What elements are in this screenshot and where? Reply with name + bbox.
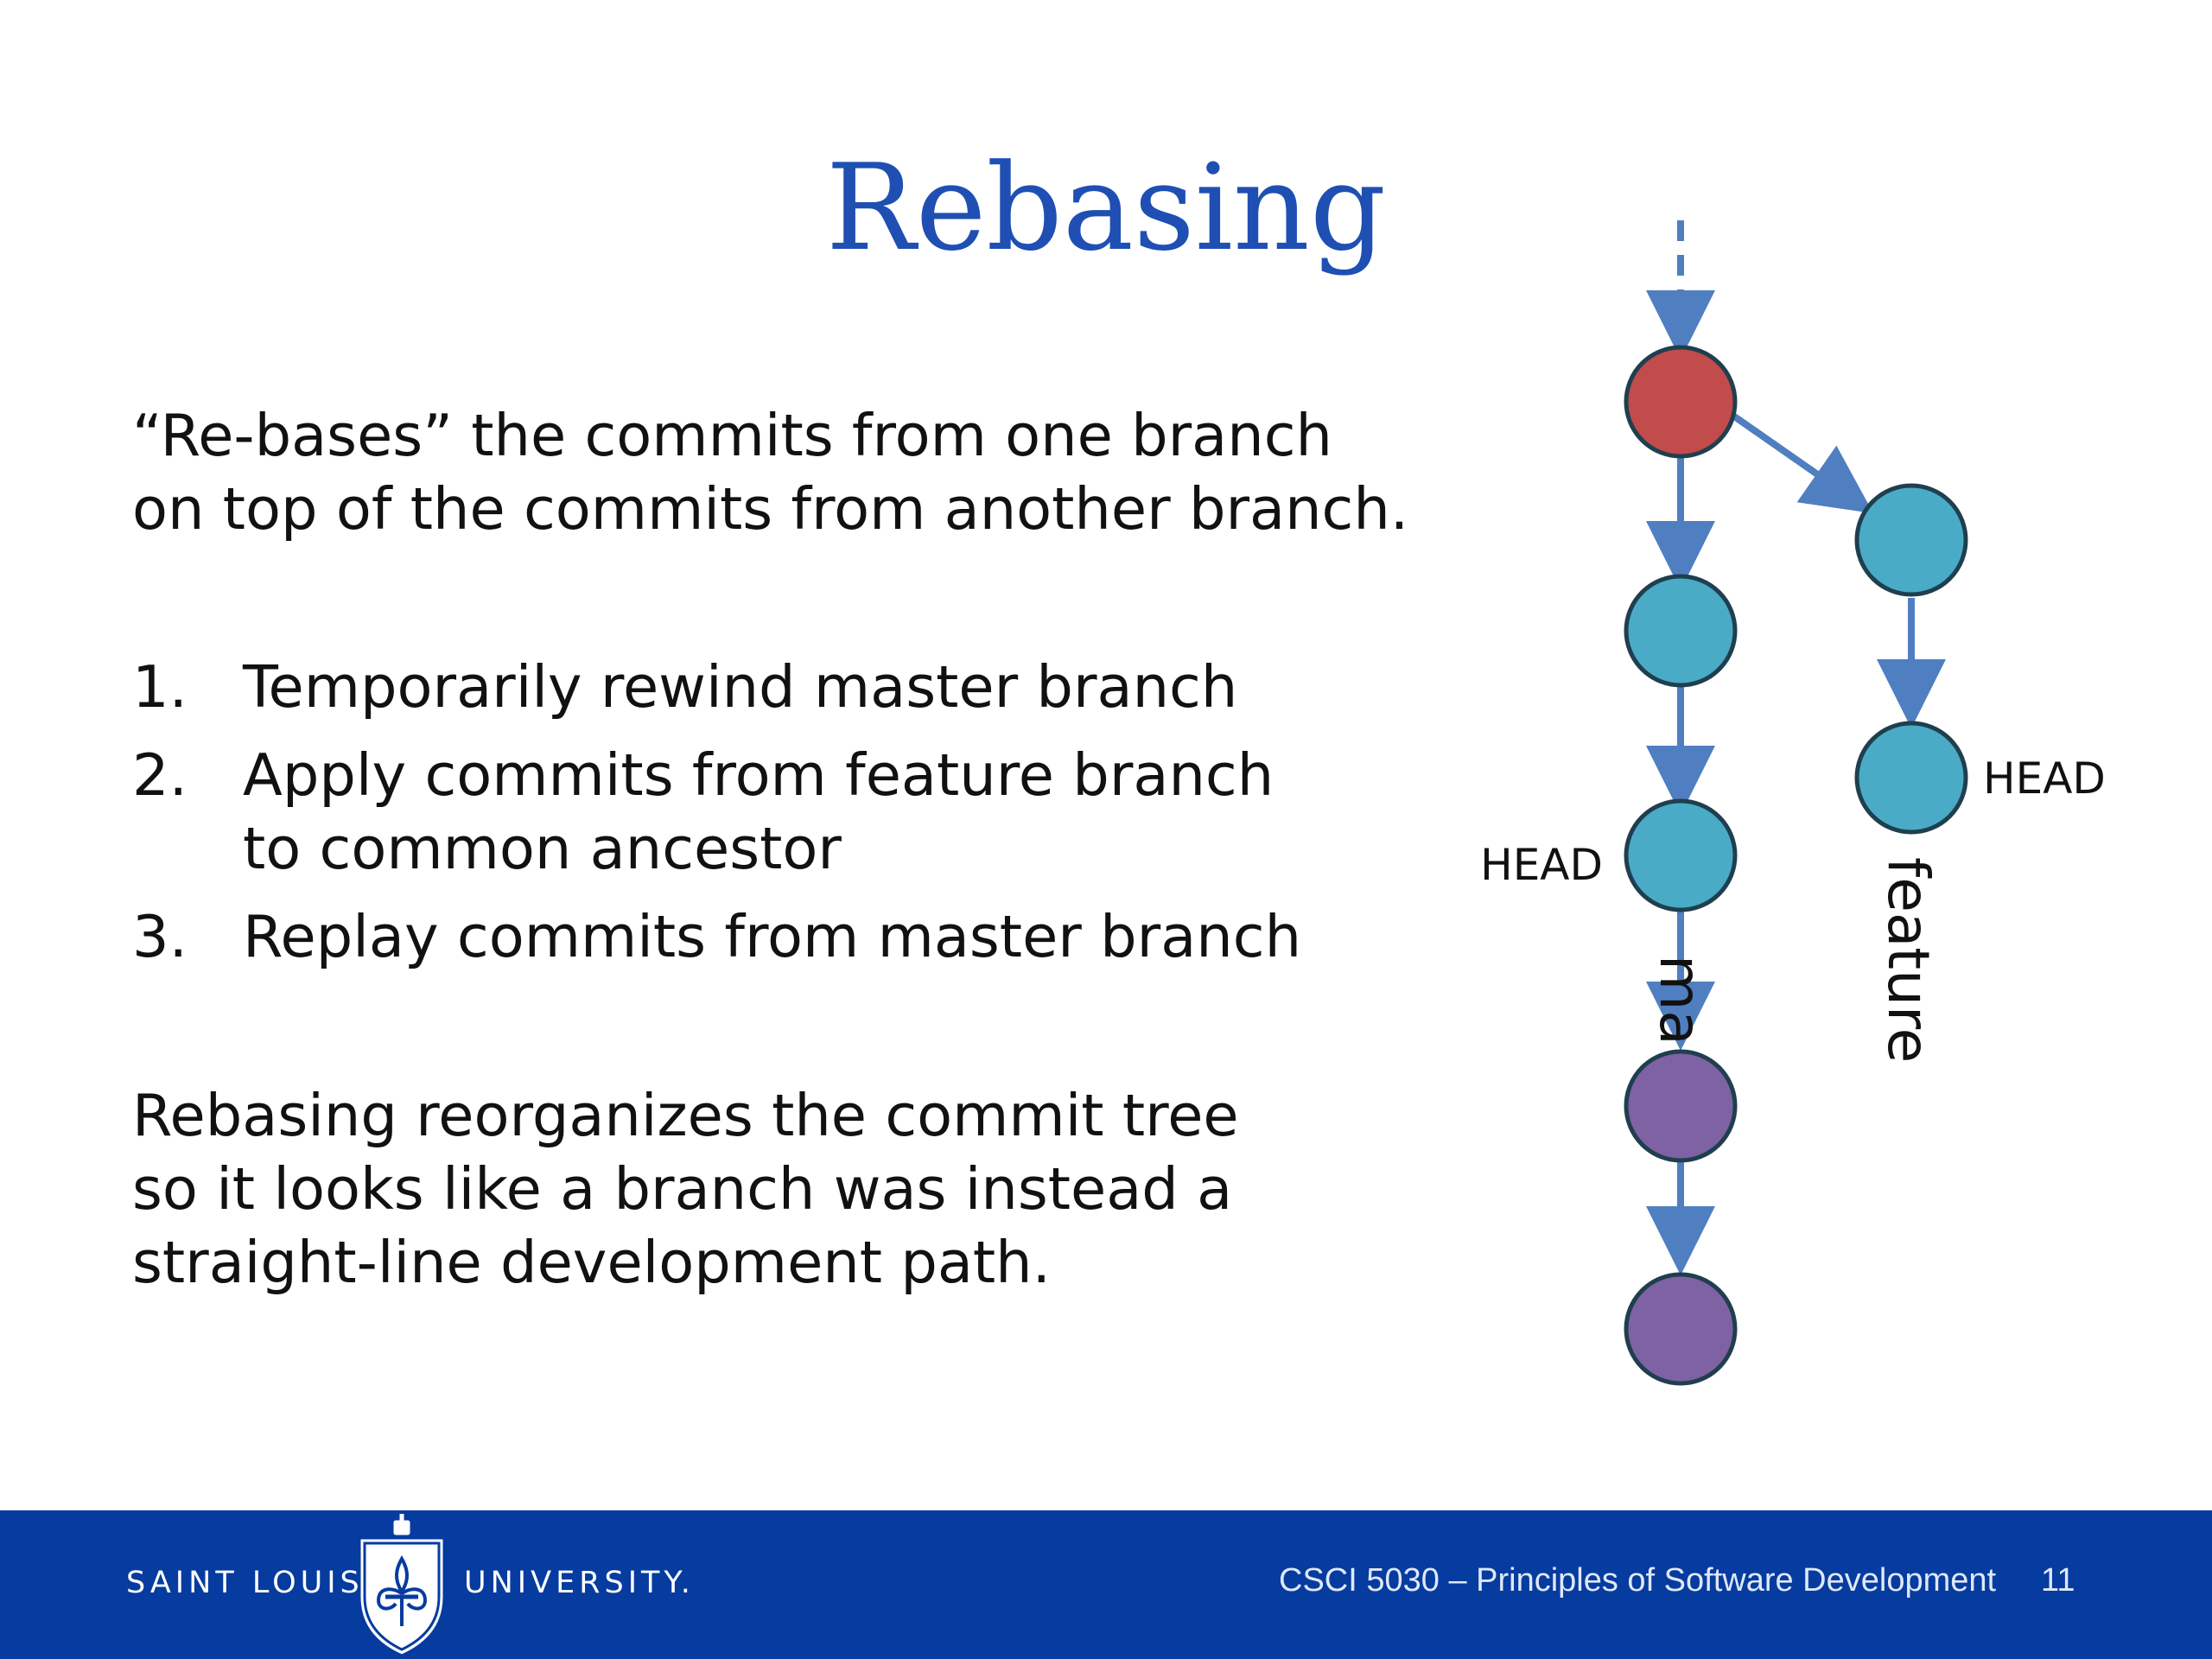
- label-head-master: HEAD: [1480, 840, 1603, 890]
- step-2-number: 2.: [132, 741, 188, 809]
- commit-master-head: [1624, 798, 1738, 912]
- commit-master-1: [1624, 574, 1738, 688]
- commit-feature-head: [1854, 721, 1968, 835]
- step-2-line-1: Apply commits from feature branch: [243, 741, 1274, 809]
- commit-graph: HEAD HEAD ma feature: [1480, 220, 2106, 1386]
- logo-text-left: SAINT LOUIS: [126, 1566, 364, 1600]
- outro-line-3: straight-line development path.: [132, 1229, 1051, 1296]
- step-1-line-1: Temporarily rewind master branch: [243, 653, 1238, 721]
- step-1-number: 1.: [132, 653, 188, 721]
- intro-paragraph: “Re-bases” the commits from one branch o…: [132, 399, 1532, 546]
- intro-line-1: “Re-bases” the commits from one branch: [132, 402, 1333, 469]
- slide-number: 11: [2041, 1562, 2075, 1599]
- step-2-line-2: to common ancestor: [243, 815, 842, 882]
- arrow-red-to-feature: [1717, 403, 1874, 514]
- step-3-number: 3.: [132, 903, 188, 970]
- intro-line-2: on top of the commits from another branc…: [132, 475, 1409, 543]
- commit-common-ancestor: [1624, 345, 1738, 459]
- course-title: CSCI 5030 – Principles of Software Devel…: [1279, 1562, 1997, 1599]
- outro-line-1: Rebasing reorganizes the commit tree: [132, 1082, 1239, 1149]
- commit-replayed-2: [1624, 1272, 1738, 1386]
- label-master-partial: ma: [1647, 955, 1713, 1046]
- label-head-feature: HEAD: [1983, 753, 2106, 804]
- steps-list: 1. Temporarily rewind master branch 2. A…: [132, 651, 1480, 988]
- slide-title-text: Rebasing: [825, 138, 1387, 277]
- step-2: 2. Apply commits from feature branch to …: [132, 739, 1480, 886]
- commit-feature-1: [1854, 483, 1968, 597]
- logo-text-right: UNIVERSITY.: [464, 1566, 695, 1600]
- step-3-line-1: Replay commits from master branch: [243, 903, 1302, 970]
- outro-line-2: so it looks like a branch was instead a: [132, 1155, 1233, 1223]
- step-3: 3. Replay commits from master branch: [132, 900, 1480, 974]
- step-1: 1. Temporarily rewind master branch: [132, 651, 1480, 724]
- outro-paragraph: Rebasing reorganizes the commit tree so …: [132, 1079, 1515, 1300]
- slide-title: Rebasing: [0, 138, 2212, 277]
- label-feature: feature: [1875, 857, 1942, 1063]
- commit-replayed-1: [1624, 1049, 1738, 1163]
- university-shield-icon: [358, 1514, 446, 1657]
